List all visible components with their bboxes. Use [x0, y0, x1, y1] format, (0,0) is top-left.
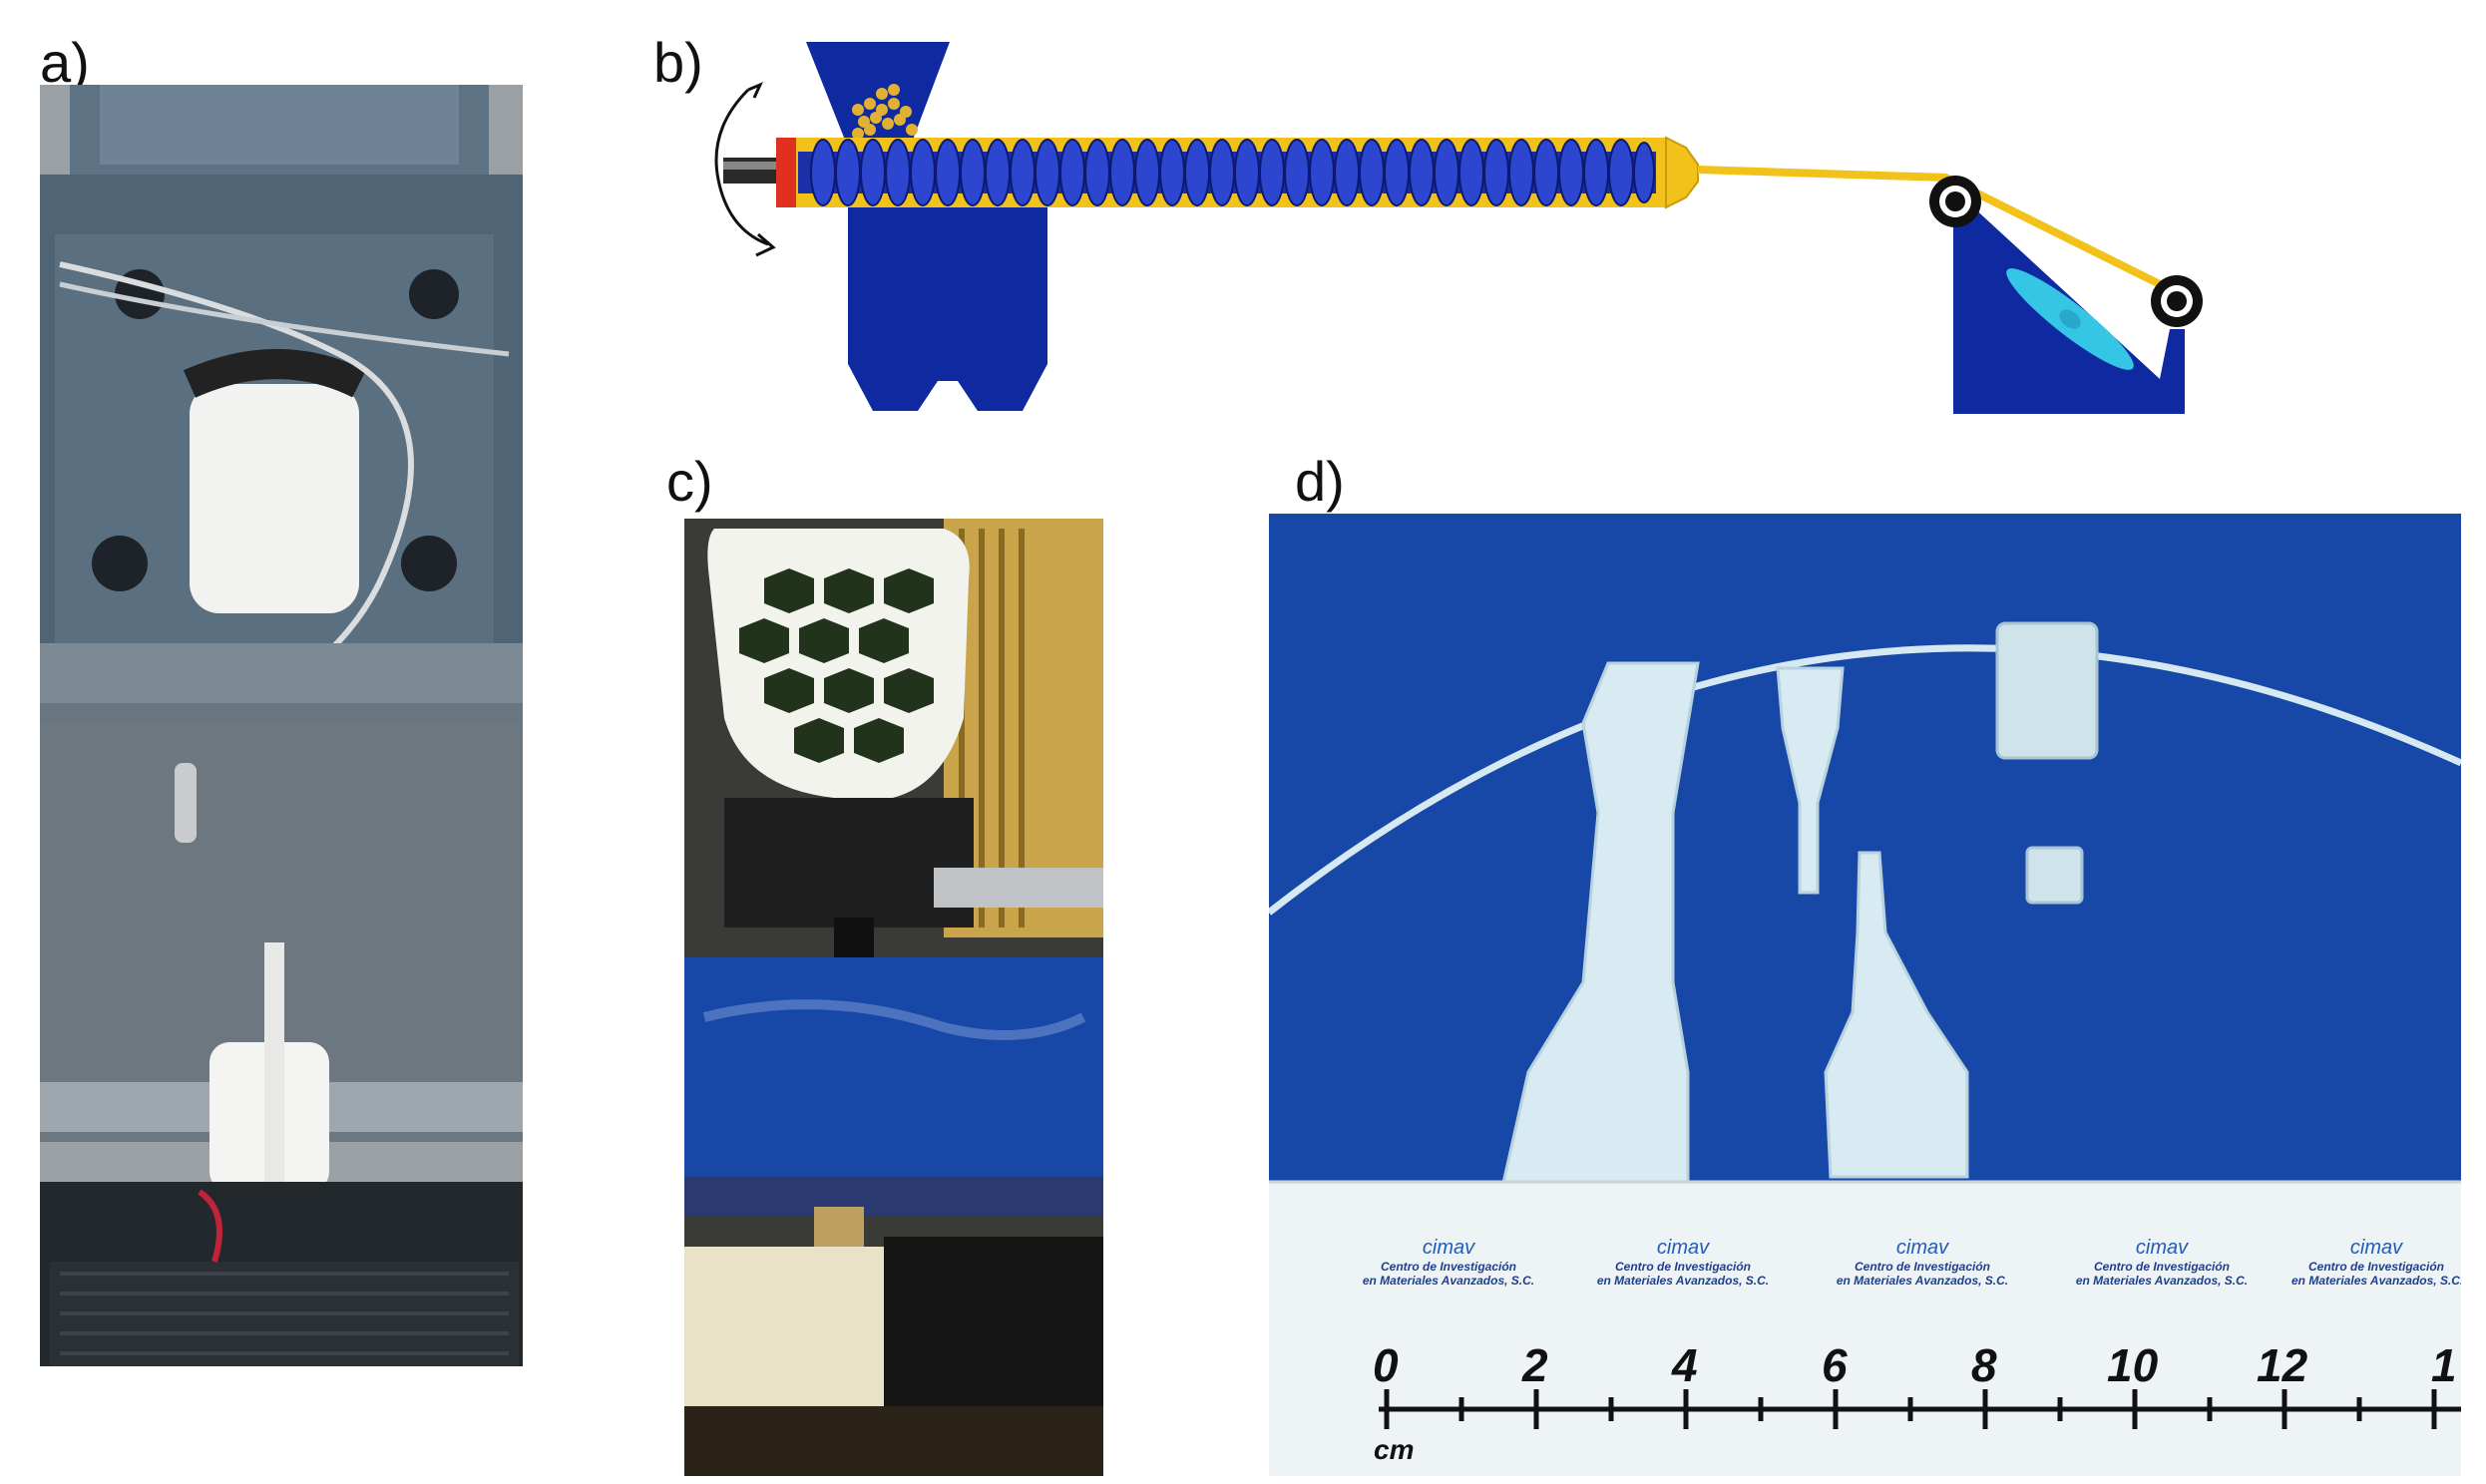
logo-caption-2: en Materiales Avanzados, S.C.: [2075, 1274, 2249, 1288]
logo-text: cimav: [2349, 1237, 2403, 1259]
ruler-logo-3: cimav Centro de Investigación en Materia…: [1823, 1237, 2022, 1288]
logo-text: cimav: [1895, 1237, 1949, 1259]
ruler-number: 2: [1521, 1339, 1548, 1391]
cube-small: [2025, 846, 2084, 905]
ruler-number: 1: [2431, 1339, 2457, 1391]
extrusion-schematic: [688, 30, 2245, 429]
photo-printed-specimens: cimav Centro de Investigación en Materia…: [1269, 514, 2461, 1476]
photo-3d-printer-head: [684, 519, 1103, 1476]
roller-1-icon: [1929, 176, 1981, 227]
panel-label-c: c): [666, 450, 713, 513]
die-nozzle: [1665, 136, 1699, 209]
logo-caption-1: Centro de Investigación: [1380, 1260, 1517, 1274]
roller-2-icon: [2151, 275, 2203, 327]
ruler-number: 12: [2257, 1339, 2308, 1391]
ruler-number: 4: [1671, 1339, 1698, 1391]
panel-label-b: b): [653, 31, 703, 94]
barrel-end-cap: [776, 138, 798, 207]
photo-extruder-spool: [40, 85, 523, 1366]
filament-arc: [1269, 644, 2461, 916]
ruler-logo-2: cimav Centro de Investigación en Materia…: [1583, 1237, 1783, 1288]
screw: [798, 139, 1656, 206]
panel-label-a: a): [40, 31, 90, 94]
logo-caption-1: Centro de Investigación: [2307, 1260, 2445, 1274]
logo-caption-2: en Materiales Avanzados, S.C.: [1362, 1274, 1535, 1288]
tensile-specimen-small: [1776, 666, 1845, 895]
fan-icon: [2006, 268, 2134, 370]
ruler-number: 0: [1373, 1339, 1399, 1391]
tensile-specimen-large-2: [1824, 851, 1969, 1179]
pellets: [852, 84, 918, 140]
logo-text: cimav: [2135, 1237, 2189, 1259]
logo-text: cimav: [1656, 1237, 1710, 1259]
logo-caption-2: en Materiales Avanzados, S.C.: [2291, 1274, 2461, 1288]
specimens-illustration: [1269, 514, 2461, 1476]
ruler-number: 8: [1971, 1339, 1997, 1391]
logo-caption-2: en Materiales Avanzados, S.C.: [1596, 1274, 1770, 1288]
printer-head-illustration: [684, 519, 1103, 1476]
ruler-logo-4: cimav Centro de Investigación en Materia…: [2062, 1237, 2262, 1288]
ruler-scale: 0 2 4 6 8 10 12 1 cm: [1373, 1339, 2461, 1465]
ruler-unit: cm: [1374, 1434, 1414, 1465]
extruder-support: [848, 207, 1047, 411]
logo-caption-1: Centro de Investigación: [1614, 1260, 1752, 1274]
rotation-arrow-icon: [714, 88, 769, 246]
ruler-logo-row: cimav Centro de Investigación en Materia…: [1269, 1237, 2461, 1346]
extruder-spool-illustration: [40, 85, 523, 1366]
logo-caption-1: Centro de Investigación: [1854, 1260, 1991, 1274]
ruler-strip: [1269, 1182, 2461, 1476]
cube-large: [1995, 621, 2099, 760]
ruler-number: 6: [1822, 1339, 1848, 1391]
logo-text: cimav: [1422, 1237, 1475, 1259]
ruler-logo-1: cimav Centro de Investigación en Materia…: [1349, 1237, 1548, 1288]
ruler-logo-5: cimav Centro de Investigación en Materia…: [2291, 1237, 2461, 1288]
extrusion-schematic-svg: [714, 42, 2203, 414]
panel-label-d: d): [1295, 450, 1345, 513]
logo-caption-2: en Materiales Avanzados, S.C.: [1836, 1274, 2009, 1288]
logo-caption-1: Centro de Investigación: [2093, 1260, 2231, 1274]
ruler-number: 10: [2107, 1339, 2159, 1391]
